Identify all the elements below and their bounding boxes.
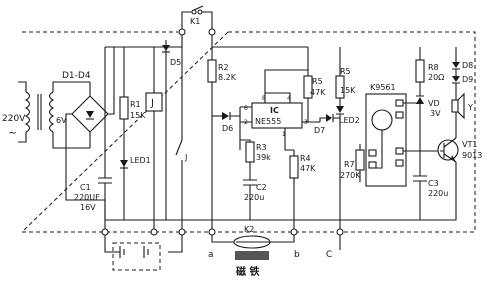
r5b-led2-branch: R5 15K LED2 [335,47,360,220]
relay-coil: J [145,47,163,220]
pin1-label: 1 [282,131,286,138]
d1d4-label: D1-D4 [62,71,91,81]
ic-ne555: IC NE555 8 4 6 2 3 1 [239,69,320,151]
relay-contact-label: J [184,153,187,162]
k2-label: K2 [244,225,254,234]
vd-label: VD [428,99,440,108]
resistor-r7: R7 270K [340,144,365,182]
mains-voltage-label: 220V [2,114,26,124]
capacitor-c1: C1 220UF 16V [74,47,112,220]
vd-value: 3V [430,109,441,118]
terminal-a-label: a [208,250,214,260]
r1-led1-branch: R1 15K LED1 [119,47,151,220]
r5a-value: 47K [310,88,326,97]
r2-label: R2 [218,63,229,72]
r8-label: R8 [428,63,439,72]
r1-value: 15K [130,111,146,120]
battery-pack [104,235,183,271]
r7-value: 270K [340,171,361,180]
enclosure-outline [20,31,476,233]
d7-label: D7 [314,126,325,135]
pin4-label: 4 [287,95,291,102]
r3-c2-branch: R3 39k C2 220u [240,139,271,220]
r2-value: 8.2K [218,73,237,82]
d6-label: D6 [222,124,233,133]
relay-contact: J [175,47,187,220]
pin6-label: 6 [244,105,248,112]
d8-label: D8 [462,61,473,70]
terminal-c-label: C [326,250,332,260]
c1-label: C1 [80,183,91,192]
resistor-r4: R4 47K [289,150,316,220]
r5a-label: R5 [312,77,323,86]
r5b-value: 15K [340,86,356,95]
relay-label: J [150,98,154,109]
bus-wires [105,35,420,221]
c1-voltage: 16V [80,203,96,212]
k1-label: K1 [190,17,200,26]
transistor-vt1: VT1 9013 [420,137,482,221]
pin8-label: 8 [262,95,266,102]
diode-d6: D6 [212,112,240,133]
r8-vd-c3-branch: R8 20Ω VD 3V C3 220u [413,47,448,220]
r8-value: 20Ω [428,73,444,82]
bottom-terminals [101,220,344,236]
d8-d9-speaker: D8 D9 Y [451,47,473,138]
led1-label: LED1 [130,156,151,165]
transformer: 220V ~ 6V [2,81,90,149]
c3-value: 220u [428,189,448,198]
r3-label: R3 [256,143,267,152]
r1-label: R1 [130,100,141,109]
diode-d5: D5 [162,40,181,220]
k9561-label: K9561 [370,83,396,92]
r4-label: R4 [300,154,311,163]
r3-value: 39k [256,153,271,162]
c2-value: 220u [244,193,264,202]
switch-k1: K1 [178,5,216,36]
c1-value: 220UF [74,193,100,202]
diode-d7: D7 [314,114,340,135]
mains-ac-symbol: ~ [8,126,17,139]
terminal-b-label: b [294,250,300,260]
music-chip-k9561: K9561 [365,83,440,187]
secondary-voltage-label: 6V [56,116,67,125]
reed-switch-k2: K2 磁 铁 [211,225,295,278]
led2-label: LED2 [339,116,360,125]
vt1-label: VT1 [462,140,477,149]
d5-label: D5 [170,58,181,67]
c3-label: C3 [428,179,439,188]
ic-part-label: NE555 [255,117,281,126]
ic-label: IC [270,106,279,115]
vt1-part: 9013 [462,151,482,160]
r4-value: 47K [300,164,316,173]
resistor-r5a: R5 47K [303,47,326,122]
speaker-label: Y [467,103,473,112]
magnet-label: 磁 铁 [236,265,259,278]
magnet-bar [235,251,269,260]
d9-label: D9 [462,75,473,84]
c2-label: C2 [256,183,267,192]
r7-label: R7 [344,160,355,169]
resistor-r2: R2 8.2K [207,47,237,220]
r5b-label: R5 [340,67,351,76]
